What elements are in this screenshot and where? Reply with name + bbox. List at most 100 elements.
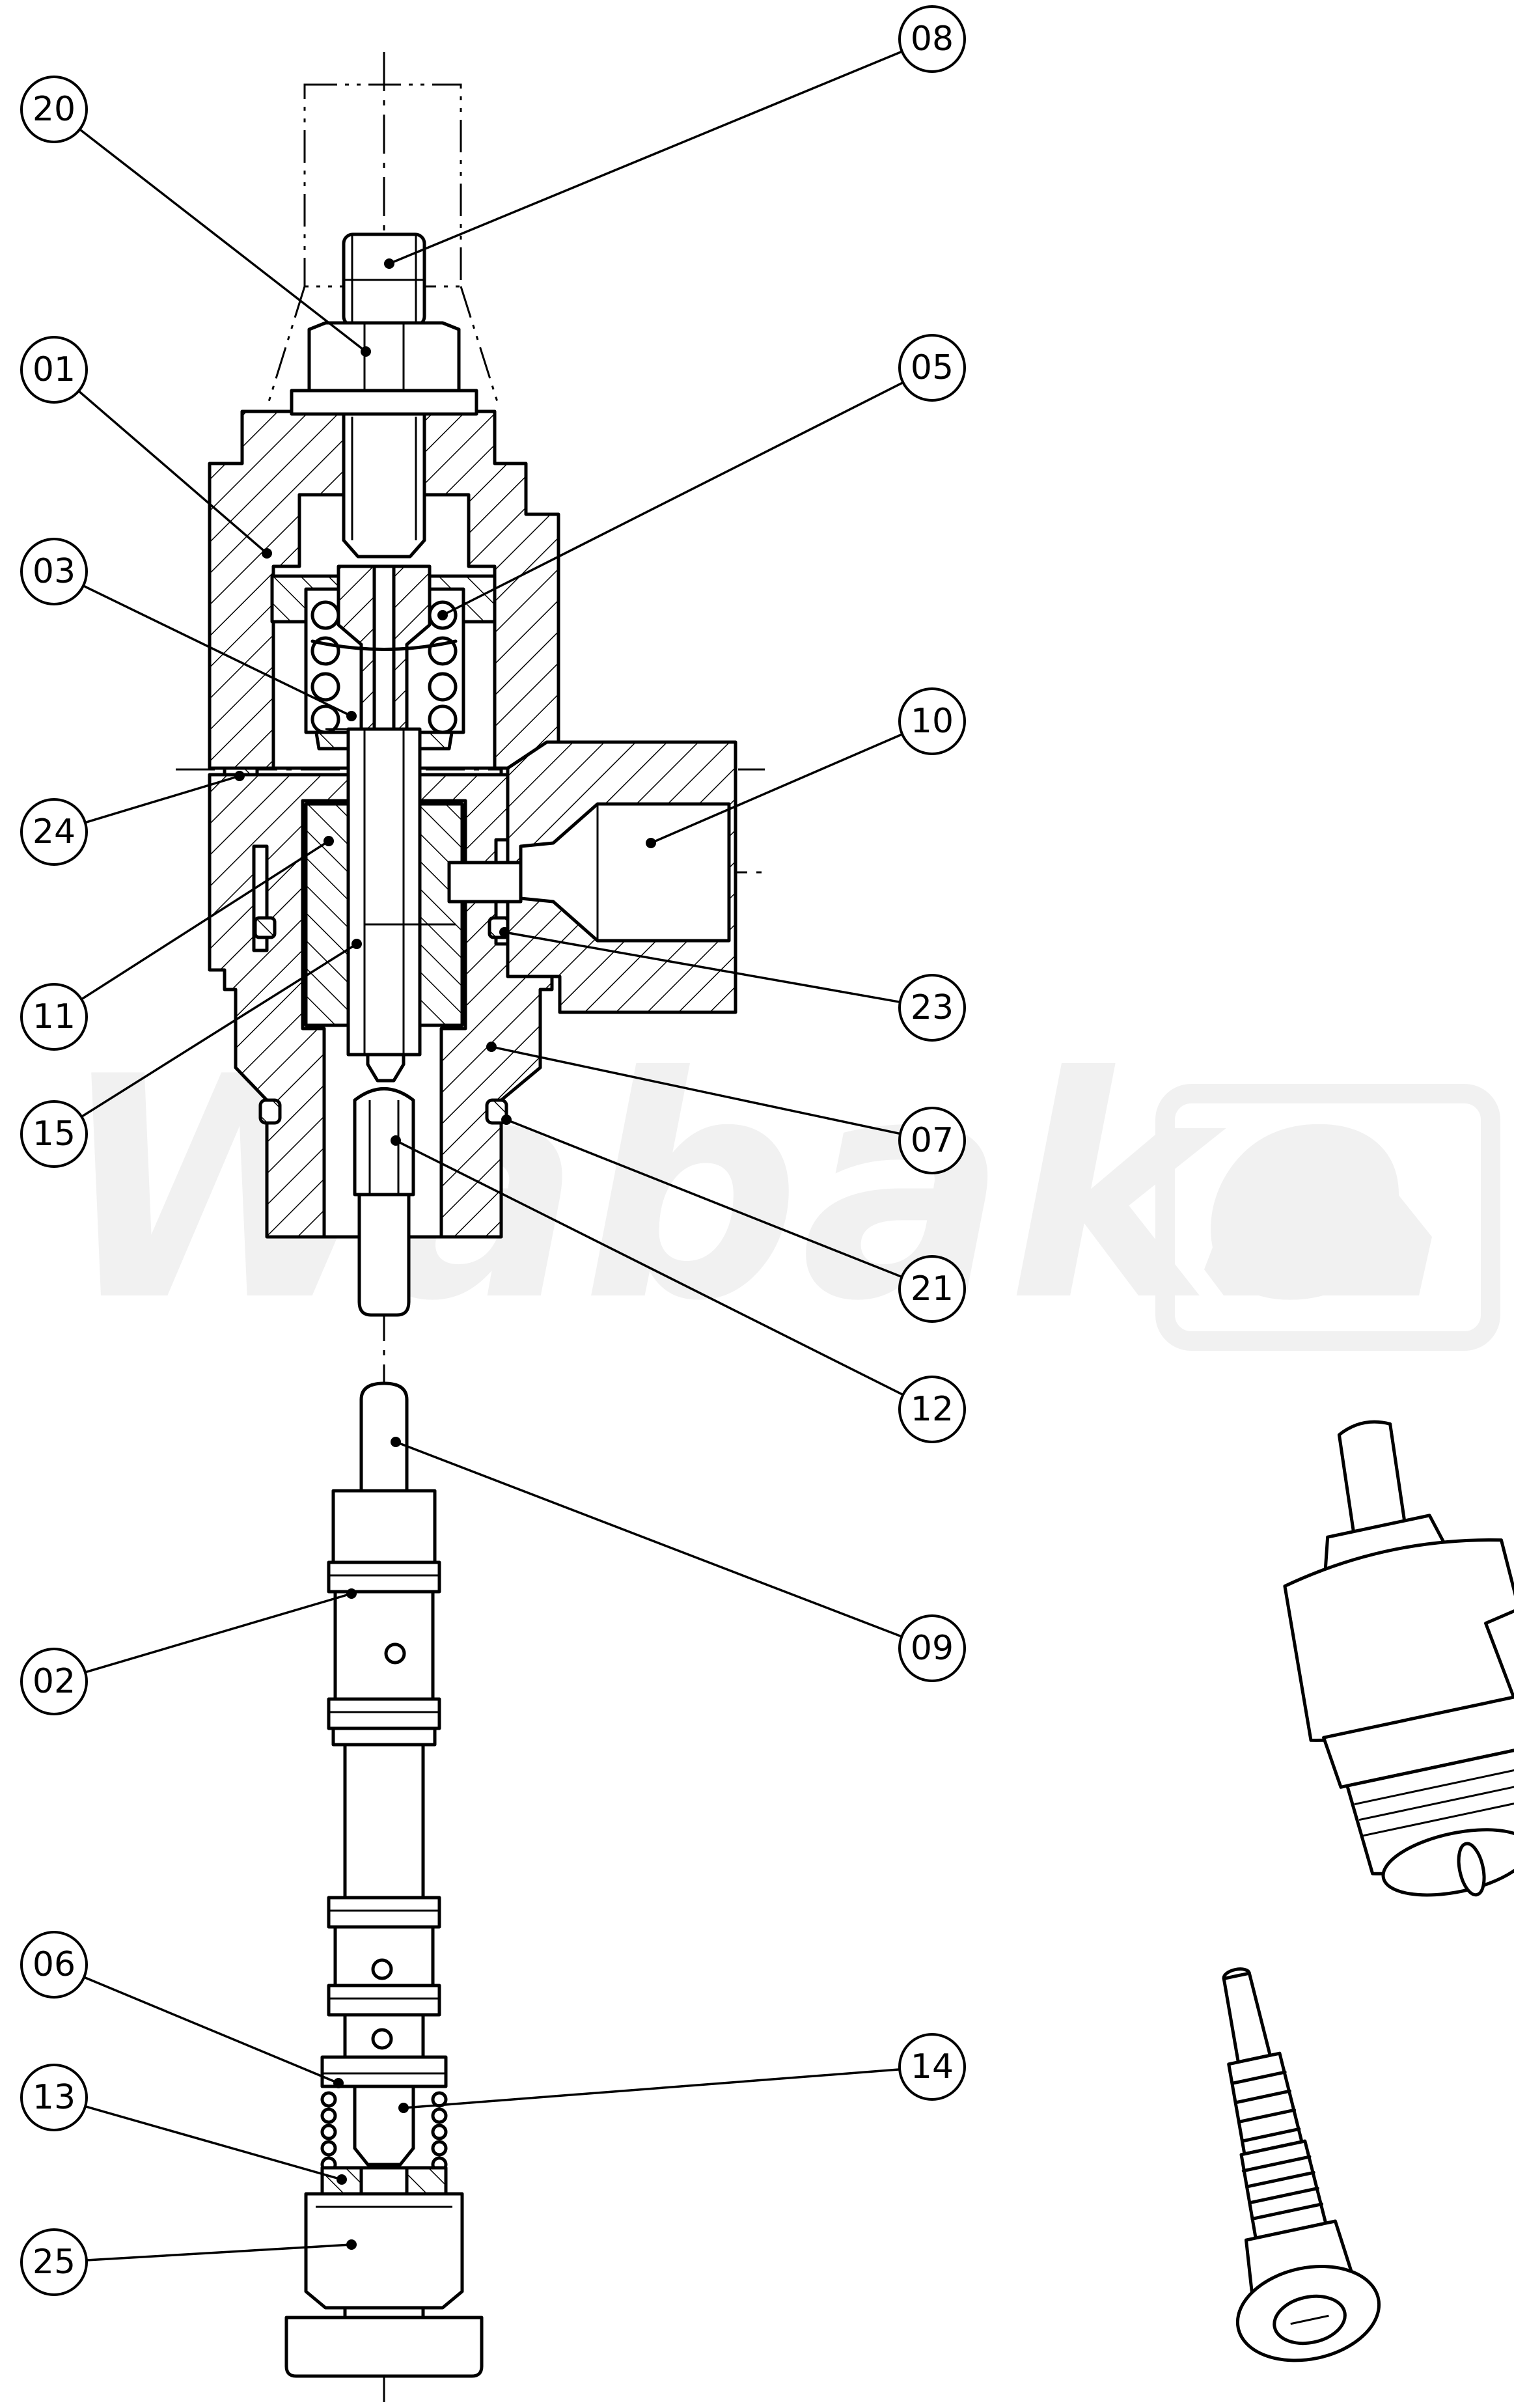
- callout-bubble: [898, 1376, 966, 1443]
- callout-label: 11: [33, 997, 76, 1036]
- leader-line: [504, 931, 901, 1004]
- leader-dot: [262, 548, 272, 559]
- watermark-logo-icon: [1155, 1084, 1500, 1351]
- callout-label: 09: [911, 1629, 954, 1668]
- callout-bubble: [20, 983, 88, 1051]
- callout-bubble: [20, 1100, 88, 1168]
- callout-24: 24: [20, 771, 245, 866]
- callout-08: 08: [384, 5, 966, 269]
- callout-bubble: [20, 2064, 88, 2131]
- callout-label: 02: [33, 1662, 76, 1701]
- callout-bubble: [20, 76, 88, 143]
- leader-dot: [346, 2239, 357, 2250]
- callout-label: 01: [33, 350, 76, 389]
- callout-25: 25: [20, 2228, 357, 2296]
- leader-dot: [333, 2078, 344, 2088]
- valve-section-view: [176, 52, 765, 2402]
- leader-dot: [351, 939, 362, 949]
- leader-line: [83, 585, 352, 717]
- leader-dot: [346, 1588, 357, 1599]
- leader-dot: [361, 346, 371, 357]
- callout-10: 10: [646, 687, 966, 848]
- leader-line: [442, 381, 904, 616]
- callout-bubble: [898, 5, 966, 73]
- callout-label: 05: [911, 348, 954, 387]
- callout-label: 23: [911, 988, 954, 1027]
- callout-06: 06: [20, 1931, 344, 2088]
- callout-05: 05: [437, 334, 966, 620]
- callout-label: 15: [33, 1114, 76, 1154]
- callout-label: 08: [911, 20, 954, 59]
- callout-02: 02: [20, 1588, 357, 1715]
- leader-dot: [234, 771, 245, 781]
- leader-dot: [398, 2103, 409, 2113]
- leader-dot: [391, 1135, 401, 1146]
- callout-bubble: [898, 2033, 966, 2101]
- leader-line: [85, 1592, 352, 1674]
- callout-bubble: [20, 538, 88, 605]
- callout-14: 14: [398, 2033, 966, 2113]
- callout-label: 06: [33, 1945, 76, 1984]
- leader-line: [491, 1045, 901, 1135]
- leader-dot: [437, 610, 448, 620]
- leader-dot: [486, 1042, 497, 1052]
- leader-dot: [346, 711, 357, 721]
- callout-label: 07: [911, 1121, 954, 1160]
- callout-label: 21: [911, 1269, 954, 1308]
- leader-dot: [337, 2174, 347, 2185]
- callout-20: 20: [20, 76, 371, 357]
- leader-dot: [384, 258, 394, 269]
- leader-line: [86, 2243, 352, 2262]
- leader-line: [395, 1139, 904, 1396]
- callout-23: 23: [499, 927, 966, 1042]
- leader-line: [650, 733, 903, 844]
- leader-dot: [391, 1437, 401, 1447]
- callout-07: 07: [486, 1042, 966, 1174]
- leader-dot: [499, 927, 510, 937]
- leader-line: [395, 1441, 902, 1638]
- callout-bubble: [898, 1255, 966, 1323]
- leader-line: [389, 50, 903, 265]
- callout-bubble: [20, 798, 88, 866]
- leader-line: [403, 2068, 900, 2109]
- leader-line: [85, 775, 240, 824]
- leader-line: [83, 1976, 339, 2084]
- callout-12: 12: [391, 1135, 966, 1443]
- spool-exploded-view: [284, 1381, 484, 2378]
- callout-09: 09: [391, 1437, 966, 1682]
- isometric-3d-view: [1283, 1420, 1514, 1897]
- leader-dot: [646, 838, 656, 848]
- leader-dot: [323, 836, 334, 846]
- callout-03: 03: [20, 538, 357, 721]
- callout-13: 13: [20, 2064, 347, 2185]
- leader-line: [506, 1118, 903, 1279]
- leader-line: [81, 840, 329, 1001]
- callout-label: 24: [33, 812, 76, 851]
- callout-bubble: [898, 334, 966, 402]
- callout-bubble: [898, 974, 966, 1042]
- callout-15: 15: [20, 939, 362, 1168]
- callout-bubble: [898, 1614, 966, 1682]
- leader-line: [85, 2105, 342, 2181]
- callout-bubble: [898, 687, 966, 755]
- callout-bubble: [20, 336, 88, 404]
- callout-label: 13: [33, 2078, 76, 2117]
- callout-label: 10: [911, 702, 954, 741]
- callout-01: 01: [20, 336, 272, 559]
- callout-label: 25: [33, 2243, 76, 2282]
- callout-label: 14: [911, 2047, 954, 2086]
- leader-dot: [501, 1114, 512, 1125]
- callout-label: 20: [33, 90, 76, 129]
- leader-line: [79, 128, 367, 353]
- callout-11: 11: [20, 836, 334, 1051]
- callout-21: 21: [501, 1114, 966, 1323]
- callout-bubble: [20, 1648, 88, 1715]
- leader-line: [77, 390, 268, 555]
- isometric-spool-3d: [1222, 1967, 1381, 2362]
- callout-label: 03: [33, 552, 76, 591]
- callout-bubble: [20, 1931, 88, 1999]
- callout-bubble: [20, 2228, 88, 2296]
- leader-line: [81, 943, 357, 1118]
